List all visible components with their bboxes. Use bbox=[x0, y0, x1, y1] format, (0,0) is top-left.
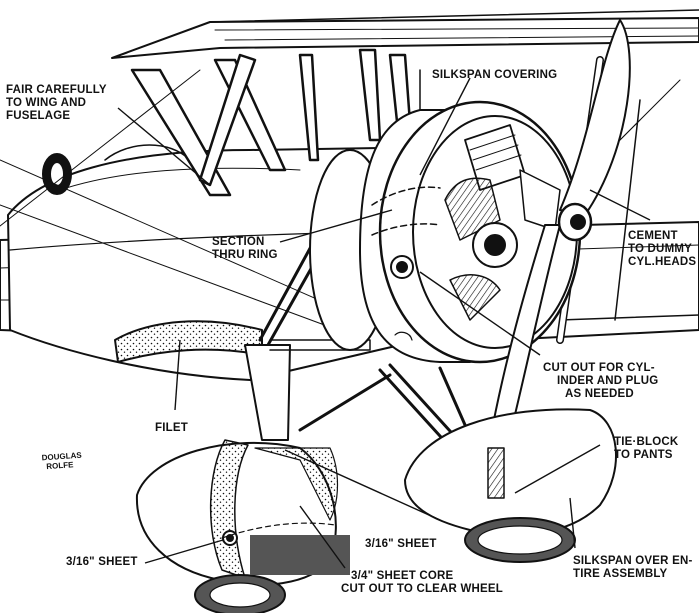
upper-wing bbox=[111, 9, 699, 59]
engine-cylinders bbox=[444, 124, 561, 321]
label-sheet-core: 3/4" SHEET CORE CUT OUT TO CLEAR WHEEL bbox=[341, 570, 503, 595]
label-cement: CEMENT TO DUMMY CYL.HEADS bbox=[628, 230, 697, 268]
ground-shadow bbox=[250, 535, 350, 575]
left-wheel-pant bbox=[135, 439, 339, 613]
cowl-bolt bbox=[390, 255, 414, 279]
label-tie-block: TIE·BLOCK TO PANTS bbox=[614, 436, 679, 461]
label-silkspan-covering: SILKSPAN COVERING bbox=[432, 69, 558, 81]
cowling bbox=[309, 100, 582, 364]
label-silkspan-over: SILKSPAN OVER EN- TIRE ASSEMBLY bbox=[573, 555, 693, 580]
headrest bbox=[42, 153, 72, 195]
label-sheet-right: 3/16" SHEET bbox=[365, 538, 437, 550]
label-sheet-left: 3/16" SHEET bbox=[66, 556, 138, 568]
label-fair-carefully: FAIR CAREFULLY TO WING AND FUSELAGE bbox=[6, 84, 107, 122]
cabane-struts bbox=[130, 48, 421, 197]
label-filet: FILET bbox=[155, 422, 188, 434]
leader-lines bbox=[117, 77, 651, 569]
label-section-thru-ring: SECTION THRU RING bbox=[212, 236, 278, 261]
right-wheel-pant bbox=[404, 408, 617, 563]
artist-signature: DOUGLAS ROLFE bbox=[41, 450, 82, 472]
propeller bbox=[487, 19, 631, 476]
label-cut-out: CUT OUT FOR CYL- INDER AND PLUG AS NEEDE… bbox=[543, 362, 659, 400]
